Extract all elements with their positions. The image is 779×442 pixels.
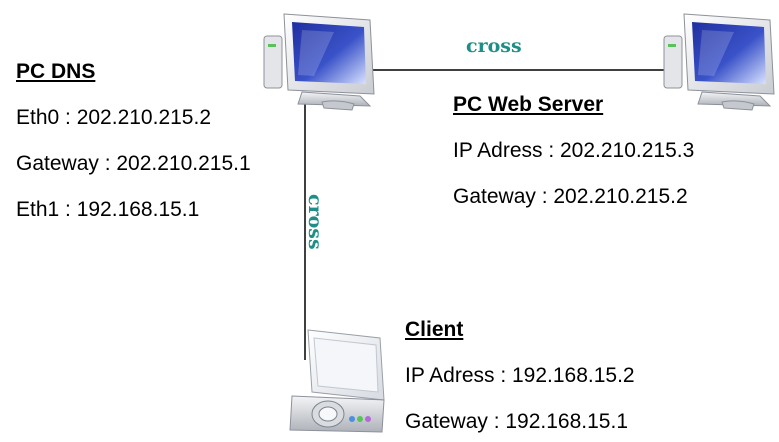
- pc-dns-computer-icon: [263, 13, 375, 111]
- pc-web-info: PC Web Server IP Adress : 202.210.215.3 …: [453, 93, 694, 209]
- link-label-dns-client: cross: [304, 194, 326, 250]
- link-label-dns-web: cross: [466, 35, 522, 57]
- pc-dns-eth0: Eth0 : 202.210.215.2: [16, 106, 211, 129]
- pc-dns-info: PC DNS Eth0 : 202.210.215.2 Gateway : 20…: [16, 60, 251, 222]
- client-info: Client IP Adress : 192.168.15.2 Gateway …: [405, 318, 635, 434]
- pc-dns-eth1: Eth1 : 192.168.15.1: [16, 198, 200, 221]
- client-title: Client: [405, 318, 464, 341]
- client-laptop-icon: [289, 329, 385, 433]
- pc-web-gateway: Gateway : 202.210.215.2: [453, 185, 688, 208]
- pc-web-server-computer-icon: [663, 13, 775, 111]
- pc-dns-gateway: Gateway : 202.210.215.1: [16, 152, 251, 175]
- client-ip: IP Adress : 192.168.15.2: [405, 364, 635, 387]
- pc-dns-title: PC DNS: [16, 60, 96, 83]
- client-gateway: Gateway : 192.168.15.1: [405, 410, 628, 433]
- pc-web-ip: IP Adress : 202.210.215.3: [453, 139, 695, 162]
- pc-web-title: PC Web Server: [453, 93, 604, 116]
